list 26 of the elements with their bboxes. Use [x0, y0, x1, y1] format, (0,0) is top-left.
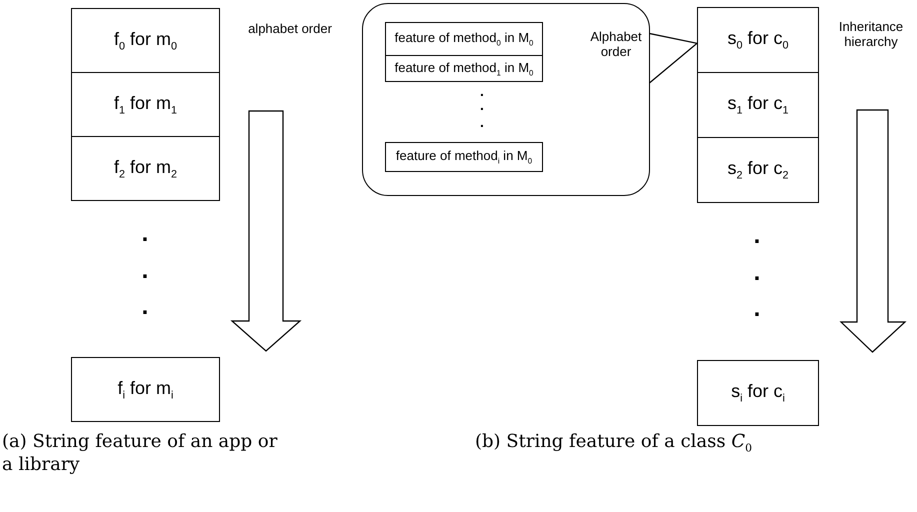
ellipsis-dot: .: [479, 84, 485, 98]
ellipsis-dot: .: [479, 98, 485, 112]
feature-box: feature of method$_{1}$ in M$_{0}$: [385, 55, 543, 82]
feature-box: s$_{1}$ for c$_{1}$: [697, 72, 819, 138]
ellipsis-dot: .: [752, 297, 762, 321]
feature-box: f$_{2}$ for m$_{2}$: [71, 136, 220, 201]
feature-box: f$_{1}$ for m$_{1}$: [71, 72, 220, 137]
order-label: Inheritance hierarchy: [838, 20, 904, 50]
ellipsis-dot: .: [752, 261, 762, 285]
ellipsis-dot: .: [752, 224, 762, 248]
order-label: alphabet order: [247, 22, 333, 37]
feature-box: s$_{i}$ for c$_{i}$: [697, 360, 819, 426]
ellipsis-dot: .: [140, 295, 150, 319]
feature-box: s$_{2}$ for c$_{2}$: [697, 137, 819, 203]
feature-box: f$_{i}$ for m$_{i}$: [71, 357, 220, 422]
feature-box: feature of method$_{i}$ in M$_{0}$: [385, 142, 543, 172]
feature-box: f$_{0}$ for m$_{0}$: [71, 8, 220, 73]
order-label: Alphabet order: [589, 30, 643, 60]
ellipsis-dot: .: [140, 259, 150, 283]
figure-caption: (a) String feature of an app or a library: [2, 430, 278, 477]
feature-box: s$_{0}$ for c$_{0}$: [697, 7, 819, 73]
ellipsis-dot: .: [140, 222, 150, 246]
callout-bubble: [362, 3, 650, 196]
figure-caption: (b) String feature of a class C$_{0}$: [475, 430, 753, 456]
feature-box: feature of method$_{0}$ in M$_{0}$: [385, 22, 543, 56]
ellipsis-dot: .: [479, 115, 485, 129]
